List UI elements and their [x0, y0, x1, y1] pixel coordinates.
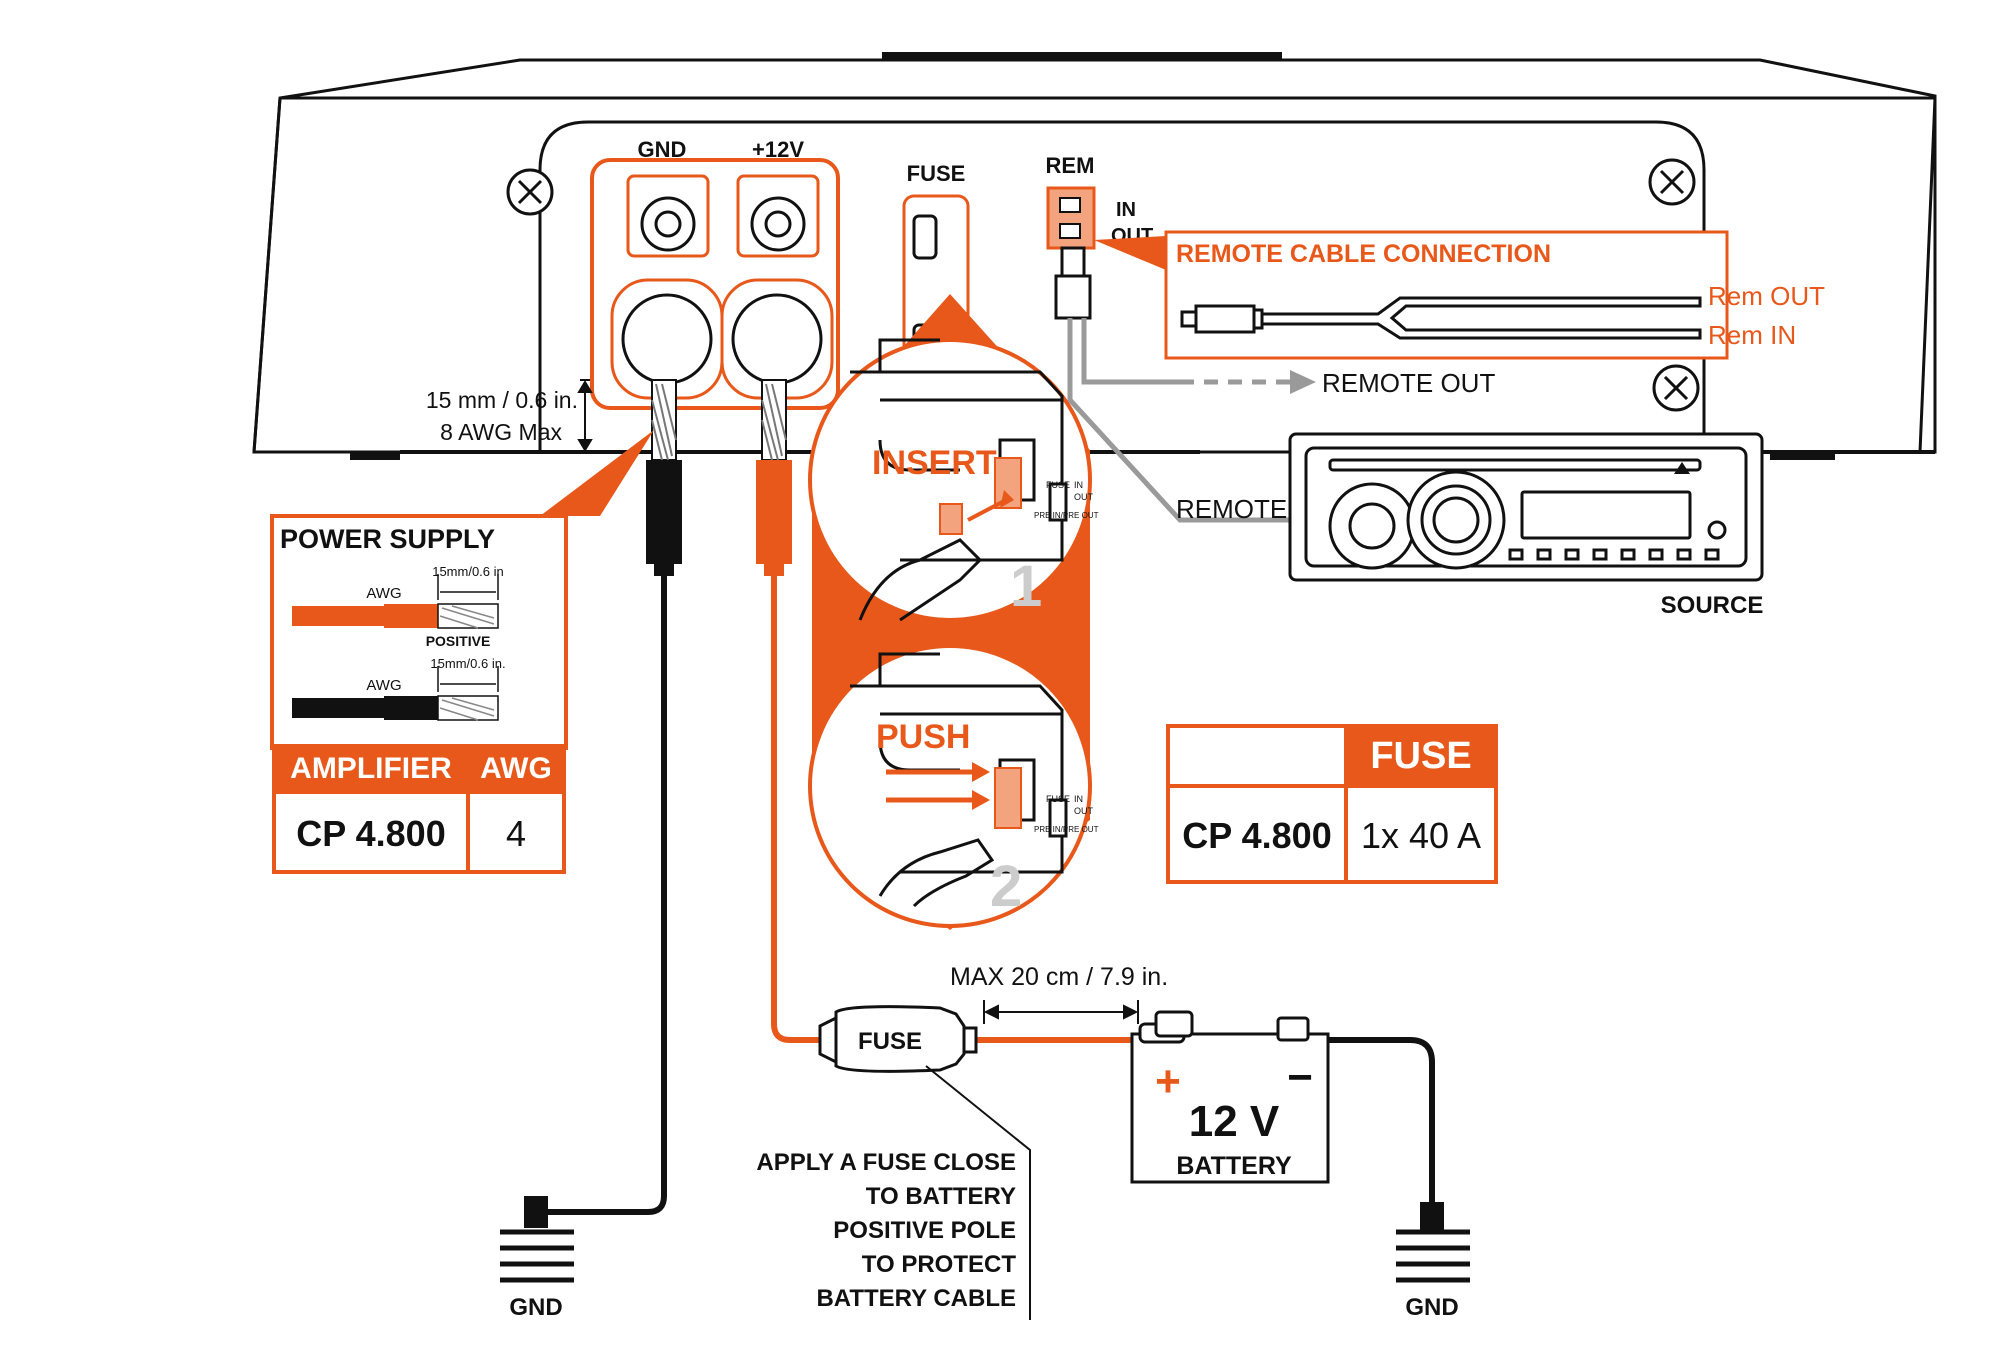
max-distance-dimension — [983, 1000, 1139, 1024]
awg-label-negative: AWG — [366, 677, 401, 694]
gnd-label-right: GND — [1405, 1294, 1458, 1321]
inset-out-text: OUT — [1074, 806, 1094, 816]
remote-label: REMOTE — [1176, 494, 1287, 524]
step-insert-inset: FUSE IN OUT PRE IN/PRE OUT — [808, 338, 1099, 622]
inset-pre-text: PRE IN/PRE OUT — [1034, 825, 1099, 834]
rem-connector — [1046, 186, 1096, 320]
ground-wire-stripped-end — [646, 379, 682, 576]
table-header-amplifier: AMPLIFIER — [276, 748, 470, 790]
strip-length-dimension — [577, 379, 593, 453]
screw-icon — [1652, 364, 1700, 412]
fuse-note-line: TO BATTERY — [866, 1183, 1016, 1210]
inset-fuse-text: FUSE — [1046, 480, 1070, 490]
inset-fuse-text: FUSE — [1046, 794, 1070, 804]
arrow-right-icon — [1290, 370, 1316, 394]
ground-icon — [500, 1196, 574, 1283]
source-label: SOURCE — [1661, 592, 1764, 619]
gnd-terminal-label: GND — [638, 137, 687, 162]
fuse-note-line: APPLY A FUSE CLOSE — [756, 1149, 1016, 1176]
table-header-awg: AWG — [470, 748, 562, 790]
fuse-note-line: TO PROTECT — [862, 1251, 1017, 1278]
strip-label-positive: 15mm/0.6 in — [432, 564, 504, 579]
rem-in-label: IN — [1116, 199, 1136, 221]
power-terminal-block — [590, 158, 840, 410]
remote-out-label: REMOTE OUT — [1322, 368, 1495, 398]
inline-fuse-label: FUSE — [858, 1028, 922, 1055]
inset-pre-text: PRE IN/PRE OUT — [1034, 511, 1099, 520]
inset-in-text: IN — [1074, 480, 1083, 490]
fuse-table-empty-header — [1170, 728, 1348, 784]
step-push-label: PUSH — [876, 718, 970, 756]
max-gauge-label: 8 AWG Max — [440, 419, 562, 445]
inset-in-text: IN — [1074, 794, 1083, 804]
fuse-note-line: BATTERY CABLE — [816, 1285, 1016, 1312]
fuse-slot-label: FUSE — [907, 161, 966, 186]
plus12v-terminal-label: +12V — [752, 137, 804, 162]
rem-out-cable-label: Rem OUT — [1708, 281, 1825, 311]
battery-plus-icon: + — [1155, 1057, 1181, 1106]
power-supply-title: POWER SUPPLY — [280, 524, 495, 554]
fuse-table: FUSE CP 4.800 1x 40 A — [1166, 724, 1498, 884]
power-supply-pointer — [540, 430, 654, 516]
strip-label-negative: 15mm/0.6 in. — [430, 656, 505, 671]
gnd-label-left: GND — [509, 1294, 562, 1321]
rem-in-cable-label: Rem IN — [1708, 320, 1796, 350]
remote-wire — [1067, 318, 1290, 523]
battery-voltage: 12 V — [1189, 1097, 1280, 1146]
positive-wire-stripped-end — [756, 379, 792, 576]
positive-cable — [771, 576, 820, 1043]
fuse-table-model: CP 4.800 — [1170, 788, 1348, 884]
step-2-number: 2 — [990, 854, 1022, 919]
ground-icon — [1396, 1202, 1470, 1283]
remote-callout-title: REMOTE CABLE CONNECTION — [1176, 240, 1551, 268]
head-unit — [1288, 432, 1764, 582]
fuse-note: APPLY A FUSE CLOSE TO BATTERY POSITIVE P… — [756, 1149, 1016, 1312]
power-supply-box — [270, 514, 568, 750]
battery — [1130, 1010, 1330, 1184]
inline-fuse-holder — [818, 1005, 978, 1073]
step-1-number: 1 — [1010, 554, 1042, 619]
awg-label-positive: AWG — [366, 585, 401, 602]
battery-label: BATTERY — [1176, 1152, 1292, 1180]
step-push-inset: FUSE IN OUT PRE IN/PRE OUT — [808, 644, 1099, 928]
screw-icon — [1648, 158, 1696, 206]
step-insert-label: INSERT — [872, 444, 997, 482]
screw-icon — [506, 168, 554, 216]
table-cell-model: CP 4.800 — [276, 794, 470, 874]
power-supply-table: AMPLIFIER AWG CP 4.800 4 — [272, 744, 566, 874]
remote-cable — [1180, 296, 1702, 340]
fuse-table-header: FUSE — [1348, 728, 1494, 784]
battery-ground-cable — [1302, 1037, 1435, 1208]
max-distance-label: MAX 20 cm / 7.9 in. — [950, 963, 1168, 991]
strip-length-label: 15 mm / 0.6 in. — [426, 387, 578, 413]
table-cell-awg: 4 — [505, 813, 527, 854]
inset-out-text: OUT — [1074, 492, 1094, 502]
positive-label: POSITIVE — [426, 633, 491, 649]
ground-cable — [548, 576, 667, 1215]
fuse-note-leader — [925, 1065, 1031, 1320]
fuse-table-value: 1x 40 A — [1360, 815, 1482, 856]
fuse-note-line: POSITIVE POLE — [833, 1217, 1016, 1244]
battery-minus-icon: − — [1287, 1053, 1313, 1102]
rem-label: REM — [1046, 153, 1095, 178]
remote-callout-pointer — [1094, 236, 1166, 270]
